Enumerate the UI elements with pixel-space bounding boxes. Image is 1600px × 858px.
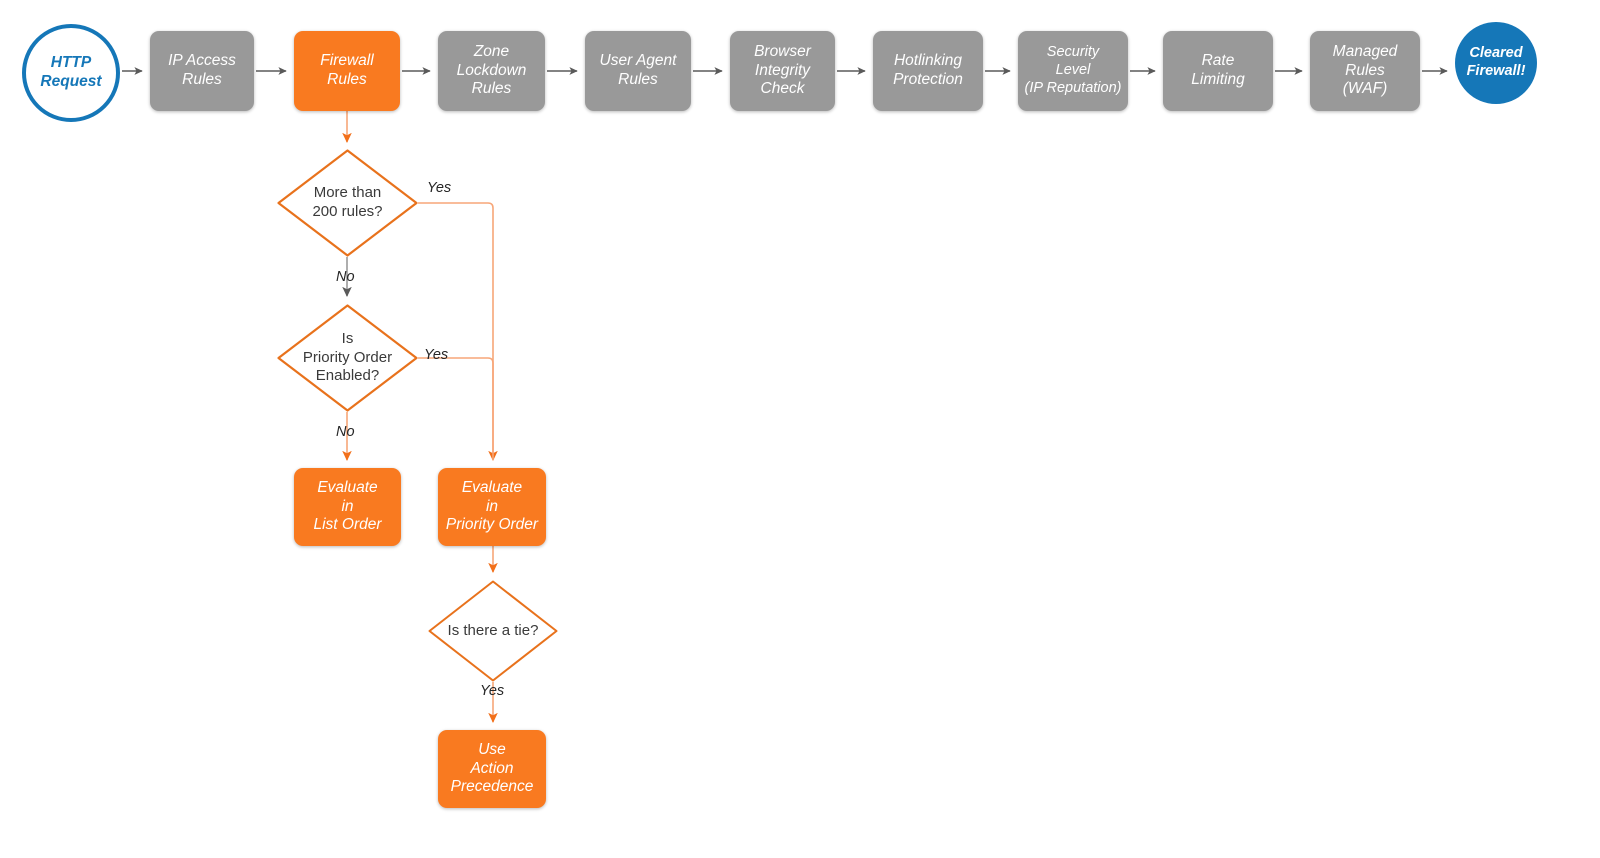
- node-rate-limiting[interactable]: Rate Limiting: [1163, 31, 1273, 111]
- node-http-request[interactable]: HTTP Request: [22, 24, 120, 122]
- node-use-action-precedence[interactable]: Use Action Precedence: [438, 730, 546, 808]
- node-browser-integrity-check[interactable]: Browser Integrity Check: [730, 31, 835, 111]
- node-ip-access-rules[interactable]: IP Access Rules: [150, 31, 254, 111]
- edge-label-yes-priority-order: Yes: [424, 347, 449, 363]
- wire-priority-yes: [418, 357, 494, 460]
- diamond-shape: [277, 304, 418, 412]
- node-evaluate-list-order[interactable]: Evaluate in List Order: [294, 468, 401, 546]
- edge-label-yes-is-there-a-tie: Yes: [480, 683, 505, 699]
- wire-200rules-yes: [418, 202, 498, 462]
- node-security-level[interactable]: Security Level (IP Reputation): [1018, 31, 1128, 111]
- node-hotlinking-protection[interactable]: Hotlinking Protection: [873, 31, 983, 111]
- node-evaluate-priority-order[interactable]: Evaluate in Priority Order: [438, 468, 546, 546]
- node-managed-rules-waf[interactable]: Managed Rules (WAF): [1310, 31, 1420, 111]
- edge-label-no-priority-order: No: [336, 424, 355, 440]
- decision-more-than-200-rules[interactable]: More than 200 rules?: [277, 149, 418, 257]
- decision-label: Is Priority Order Enabled?: [302, 330, 393, 385]
- decision-label: More than 200 rules?: [312, 184, 383, 220]
- node-user-agent-rules[interactable]: User Agent Rules: [585, 31, 691, 111]
- decision-is-there-a-tie[interactable]: Is there a tie?: [428, 580, 558, 682]
- decision-label: Is there a tie?: [447, 621, 539, 639]
- decision-is-priority-order-enabled[interactable]: Is Priority Order Enabled?: [277, 304, 418, 412]
- node-cleared-firewall[interactable]: Cleared Firewall!: [1455, 22, 1537, 104]
- edge-label-no-more-than-200: No: [336, 269, 355, 285]
- edge-label-yes-more-than-200: Yes: [427, 180, 452, 196]
- node-firewall-rules[interactable]: Firewall Rules: [294, 31, 400, 111]
- diamond-shape: [428, 580, 558, 682]
- diamond-shape: [277, 149, 418, 257]
- node-zone-lockdown-rules[interactable]: Zone Lockdown Rules: [438, 31, 545, 111]
